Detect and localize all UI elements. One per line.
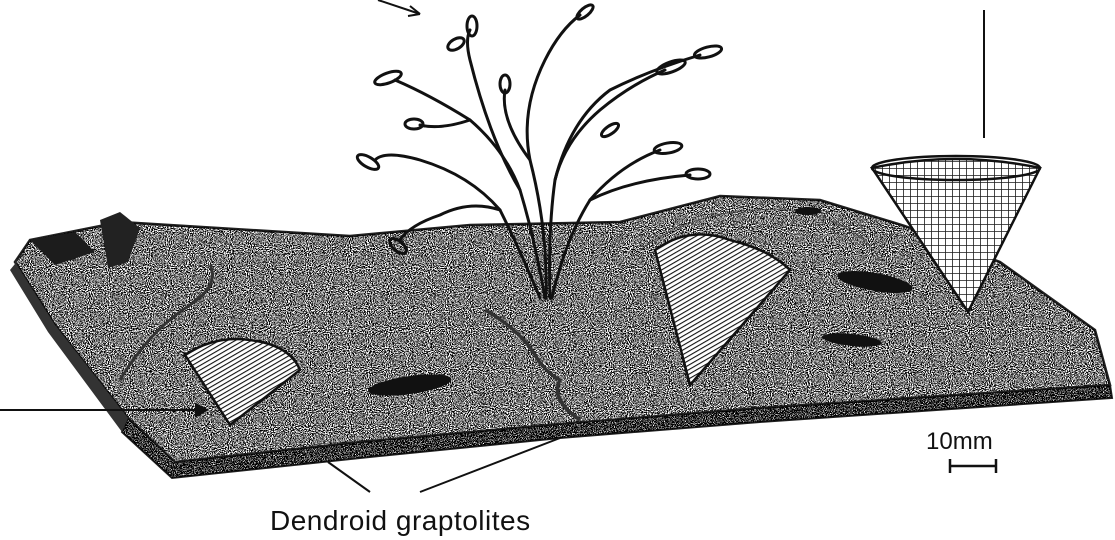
- diagram-caption: Dendroid graptolites: [270, 505, 531, 537]
- caption-leader-line-left: [328, 462, 370, 492]
- top-pointer-arrow: [378, 0, 420, 14]
- scale-bar-label: 10mm: [926, 428, 993, 456]
- scale-bar: [950, 459, 996, 473]
